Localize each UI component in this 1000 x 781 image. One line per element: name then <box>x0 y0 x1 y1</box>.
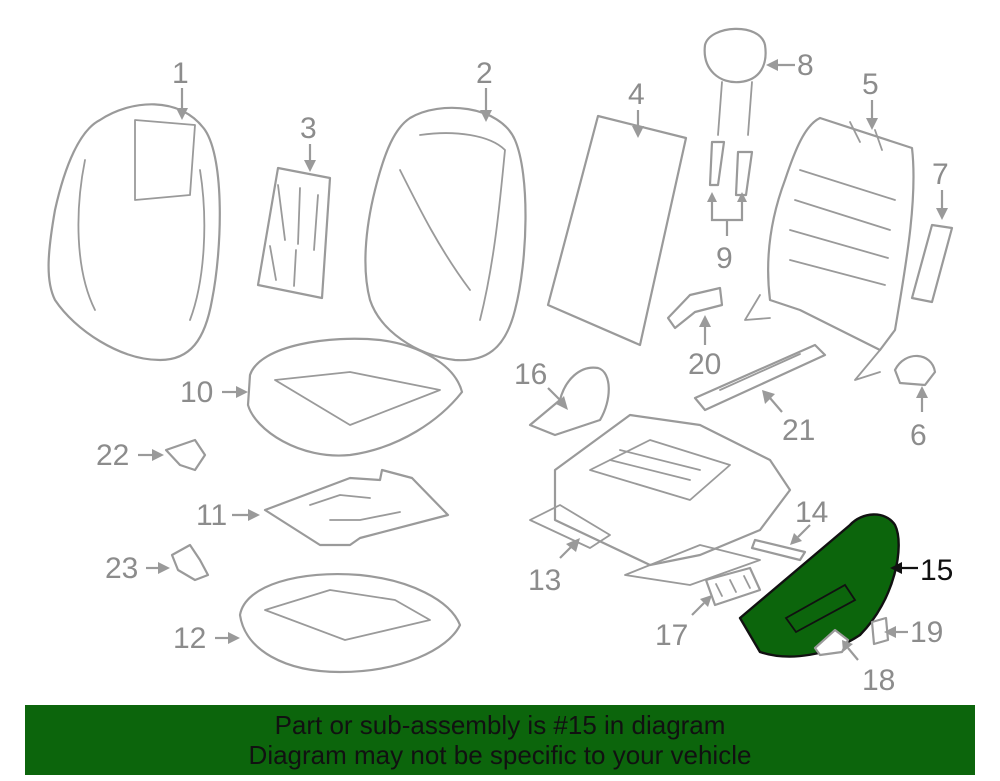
part-22-clip <box>164 438 207 472</box>
part-1-seatback-cover <box>47 103 221 362</box>
part-5-seatback-frame <box>744 116 915 381</box>
part-19-cap <box>870 616 890 646</box>
callout-21: 21 <box>782 414 815 447</box>
part-20-bracket <box>666 286 724 330</box>
part-3-panel <box>256 166 332 300</box>
info-banner: Part or sub-assembly is #15 in diagram D… <box>25 705 975 775</box>
part-17-switch <box>704 566 762 607</box>
callout-4: 4 <box>628 78 645 111</box>
callout-19: 19 <box>910 616 943 649</box>
part-16-side-trim <box>528 366 610 437</box>
callout-16: 16 <box>514 358 547 391</box>
part-4-sheet <box>546 114 688 347</box>
callout-22: 22 <box>96 439 129 472</box>
part-11-mat <box>263 468 450 547</box>
callout-2: 2 <box>476 57 493 90</box>
part-21-rail <box>693 343 827 412</box>
callout-9: 9 <box>716 242 733 275</box>
part-6-cover <box>893 354 937 387</box>
callout-1: 1 <box>172 57 189 90</box>
callout-10: 10 <box>180 376 213 409</box>
banner-line-1: Part or sub-assembly is #15 in diagram <box>274 710 726 740</box>
part-23-clip <box>170 543 210 582</box>
part-7-side-bar <box>910 223 954 304</box>
callout-23: 23 <box>105 552 138 585</box>
part-13-seat-track <box>529 413 792 586</box>
part-2-seatback-pad <box>364 106 527 362</box>
part-9-guides <box>708 140 754 197</box>
banner-line-2: Diagram may not be specific to your vehi… <box>248 740 752 770</box>
part-8-headrest <box>703 27 767 136</box>
callout-8: 8 <box>797 49 814 82</box>
callout-12: 12 <box>173 622 206 655</box>
part-15-side-shield <box>738 513 900 658</box>
part-12-cushion-pad <box>238 572 462 674</box>
callout-14: 14 <box>795 496 828 529</box>
callout-7: 7 <box>932 158 949 191</box>
callout-13: 13 <box>528 564 561 597</box>
parts-diagram: 1 3 2 4 8 9 5 <box>47 27 954 697</box>
callout-18: 18 <box>862 664 895 697</box>
callout-11: 11 <box>196 499 227 532</box>
callout-17: 17 <box>655 619 688 652</box>
callout-15: 15 <box>920 554 953 587</box>
callout-5: 5 <box>862 68 879 101</box>
part-14-strip <box>750 538 807 562</box>
callout-3: 3 <box>300 112 317 145</box>
part-10-cushion-cover <box>246 337 464 457</box>
callout-20: 20 <box>688 348 721 381</box>
callout-6: 6 <box>910 419 927 452</box>
